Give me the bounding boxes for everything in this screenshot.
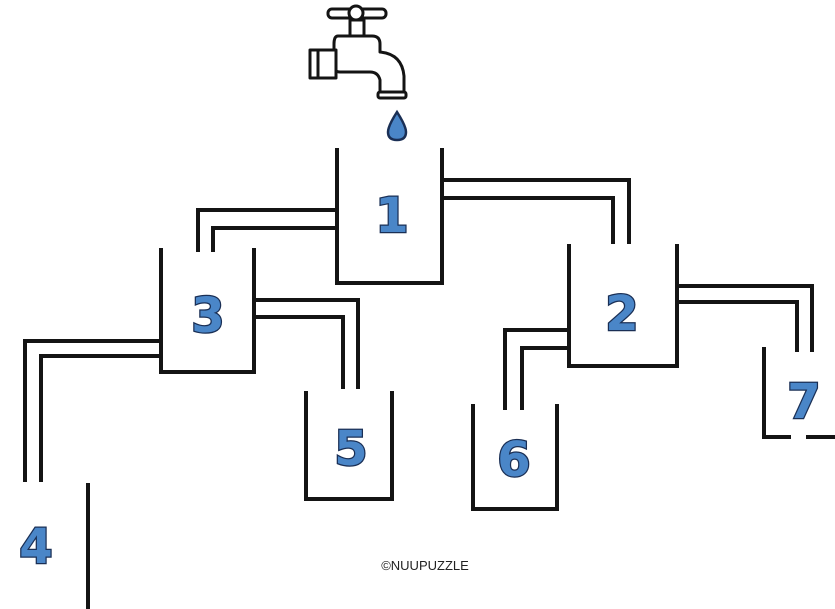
container-1 (335, 148, 444, 285)
water-drop-icon (386, 109, 408, 142)
pipe-2-to-7 (677, 284, 814, 352)
container-3 (159, 248, 256, 374)
pipe-3-to-5 (254, 298, 360, 389)
faucet-icon (308, 4, 408, 100)
pipe-1-to-2 (442, 178, 631, 244)
credit-text: ©NUUPUZZLE (381, 558, 469, 573)
container-1-label: 1 (375, 188, 408, 244)
container-6 (471, 404, 559, 511)
container-2 (567, 244, 679, 368)
container-5-label: 5 (334, 421, 367, 477)
container-5 (304, 391, 394, 501)
pipe-2-to-6 (503, 328, 569, 410)
container-6-label: 6 (497, 432, 530, 488)
pipe-3-to-4 (23, 339, 161, 482)
pipe-1-to-3 (196, 208, 337, 252)
container-2-label: 2 (605, 286, 638, 342)
container-4-label: 4 (19, 519, 52, 575)
container-7-label: 7 (787, 374, 820, 430)
container-7 (762, 347, 835, 439)
container-3-label: 3 (191, 288, 224, 344)
